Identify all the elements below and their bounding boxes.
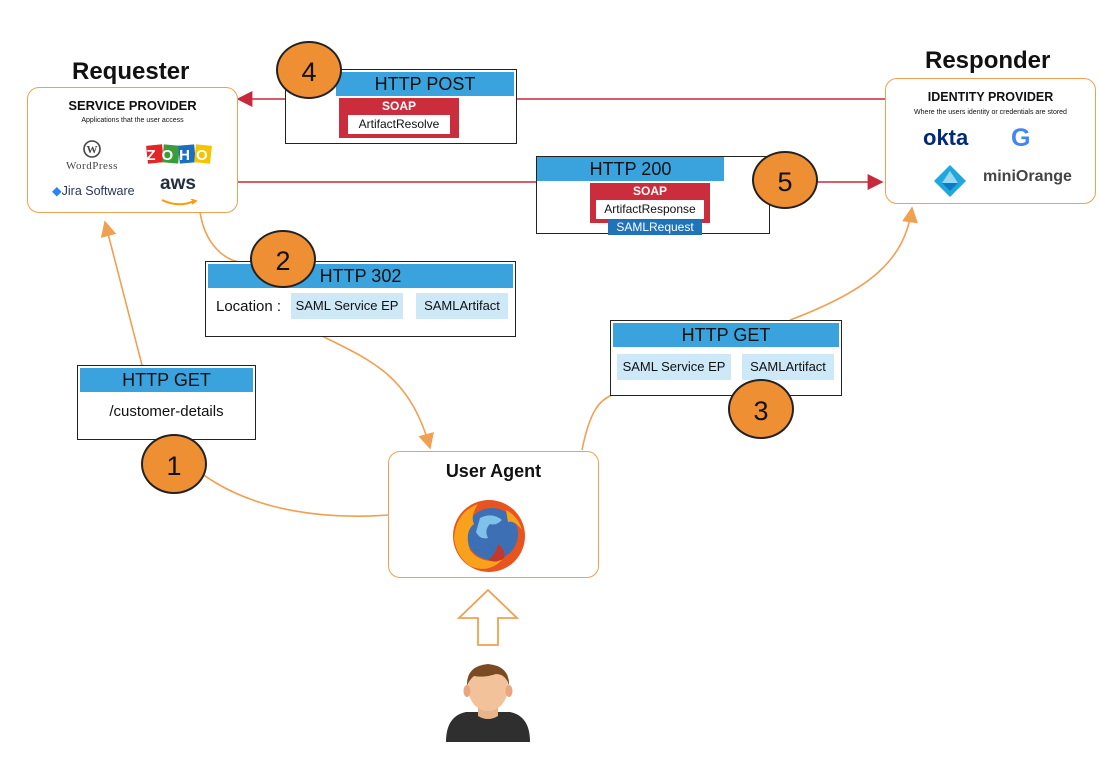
- aws-logo: aws: [160, 174, 202, 212]
- identity-provider-subtitle: Where the users identity or credentials …: [914, 109, 1067, 116]
- step5-saml-request: SAMLRequest: [608, 220, 702, 235]
- step3-artifact: SAMLArtifact: [742, 354, 834, 380]
- step4-header: HTTP POST: [336, 72, 514, 96]
- wordpress-icon: W: [83, 140, 101, 158]
- responder-title: Responder: [925, 47, 1051, 74]
- step-2-marker: 2: [250, 230, 316, 288]
- message-step1: HTTP GET /customer-details: [77, 365, 256, 440]
- step2-location-label: Location :: [216, 298, 282, 315]
- message-step5: HTTP 200 SOAP ArtifactResponse SAMLReque…: [536, 156, 770, 235]
- message-step2: HTTP 302 Location : SAML Service EP SAML…: [205, 261, 516, 337]
- step3-header: HTTP GET: [613, 323, 839, 347]
- jira-logo: ◆Jira Software: [52, 184, 135, 198]
- service-provider-subtitle: Applications that the user access: [81, 117, 184, 124]
- message-step3: HTTP GET SAML Service EP SAMLArtifact: [610, 320, 842, 396]
- service-provider-title: SERVICE PROVIDER: [68, 98, 197, 113]
- miniorange-logo: miniOrange: [983, 168, 1072, 185]
- user-avatar-icon: [446, 664, 530, 742]
- step-1-marker: 1: [141, 434, 207, 494]
- okta-logo: okta: [923, 125, 969, 150]
- step5-soap: SOAP ArtifactResponse: [590, 183, 710, 223]
- step1-header: HTTP GET: [80, 368, 253, 392]
- identity-provider-title: IDENTITY PROVIDER: [927, 90, 1054, 104]
- jira-icon: ◆: [52, 184, 62, 198]
- user-agent-title: User Agent: [445, 461, 542, 481]
- svg-text:W: W: [87, 144, 98, 156]
- zoho-icon: ZOHO: [146, 144, 213, 164]
- azure-ad-icon: [934, 165, 966, 197]
- step1-path: /customer-details: [109, 403, 224, 420]
- google-logo: G: [1011, 124, 1031, 152]
- step4-soap: SOAP ArtifactResolve: [339, 98, 459, 138]
- requester-title: Requester: [72, 58, 190, 85]
- wordpress-logo: W WordPress: [61, 140, 123, 172]
- aws-smile-icon: [161, 198, 198, 206]
- arrow-step3: [581, 208, 912, 451]
- service-provider-box: SERVICE PROVIDER Applications that the u…: [27, 87, 238, 213]
- step3-service-ep: SAML Service EP: [617, 354, 731, 380]
- step2-service-ep: SAML Service EP: [291, 293, 403, 319]
- step4-soap-label: SOAP: [381, 99, 416, 113]
- step-3-marker: 3: [728, 379, 794, 439]
- step-5-marker: 5: [752, 151, 818, 209]
- zoho-logo: ZOHO: [145, 142, 215, 171]
- user-input-arrow: [456, 588, 520, 646]
- step5-header: HTTP 200: [537, 157, 724, 181]
- step5-soap-body: ArtifactResponse: [596, 200, 704, 219]
- firefox-icon: [453, 500, 525, 572]
- step5-soap-label: SOAP: [632, 184, 667, 198]
- identity-provider-box: IDENTITY PROVIDER Where the users identi…: [885, 78, 1096, 204]
- svg-text:ZOHO: ZOHO: [146, 147, 213, 164]
- azure-ad-logo: [932, 163, 968, 204]
- step4-soap-body: ArtifactResolve: [348, 115, 450, 134]
- user-agent-box: User Agent: [388, 451, 599, 578]
- step2-artifact: SAMLArtifact: [416, 293, 508, 319]
- step-4-marker: 4: [276, 41, 342, 99]
